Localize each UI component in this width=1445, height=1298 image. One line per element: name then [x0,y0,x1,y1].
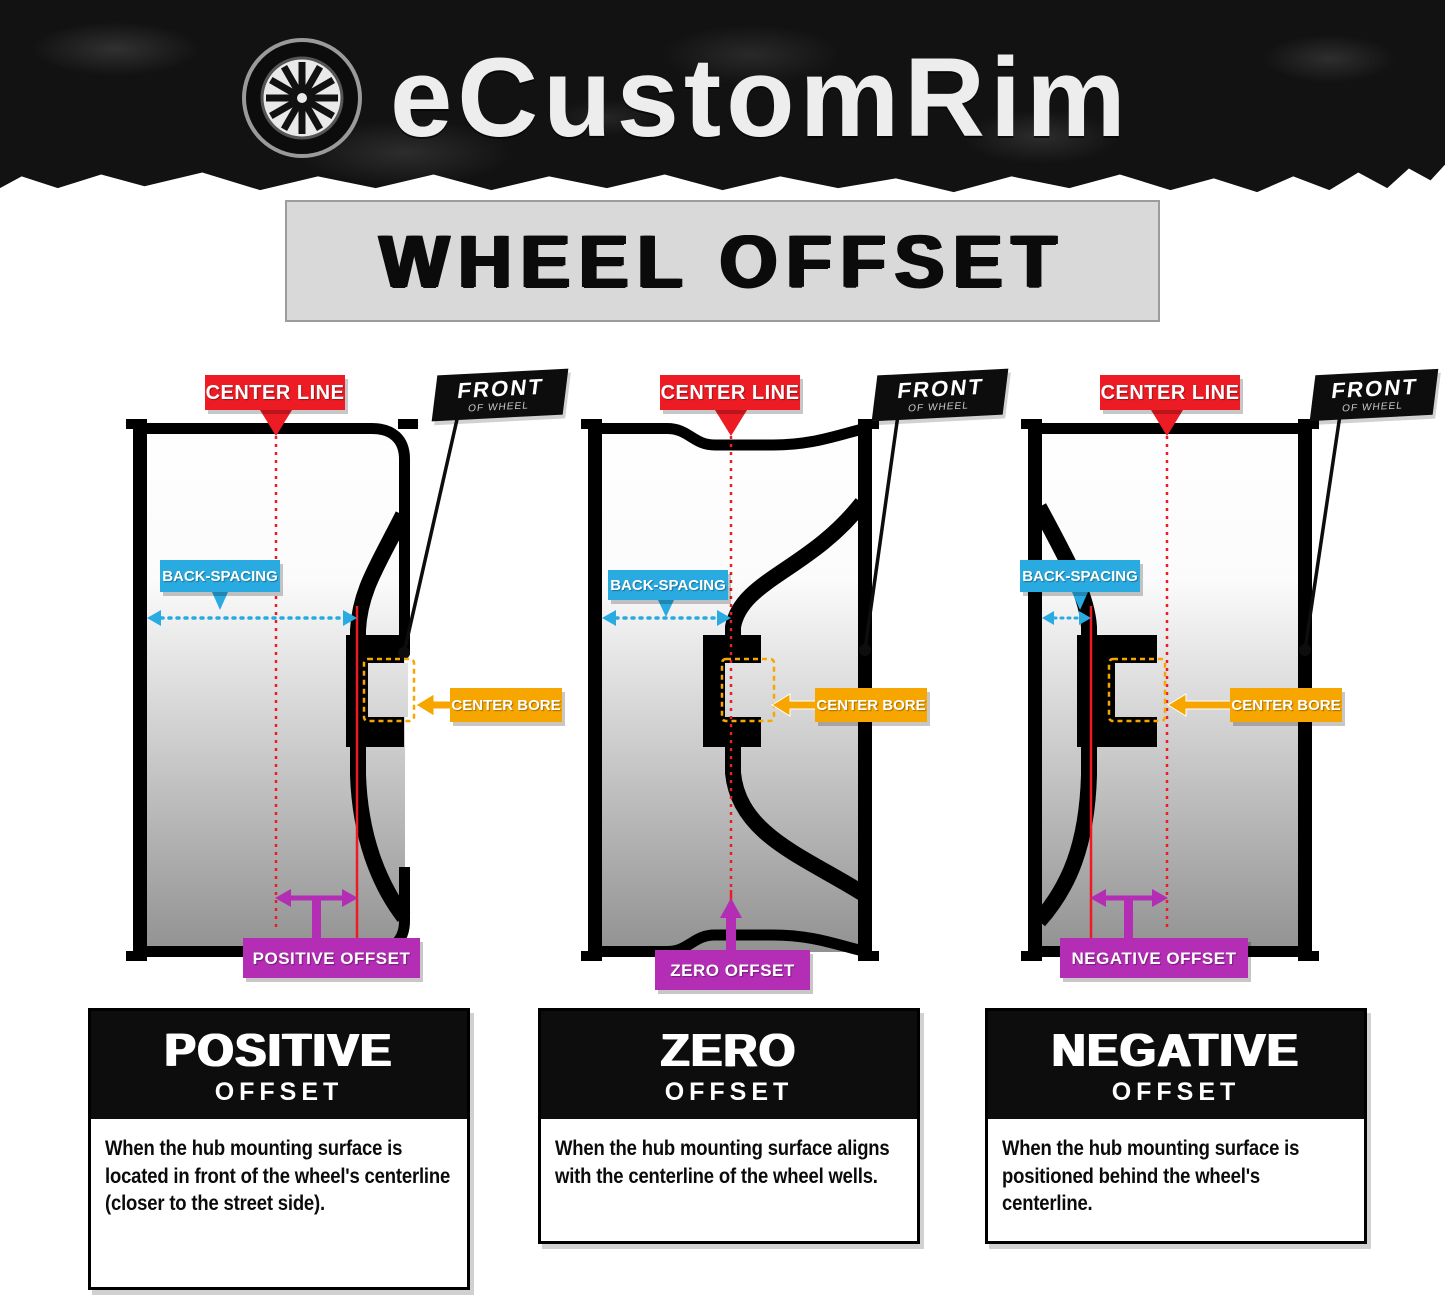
page-title: WHEEL OFFSET [379,219,1066,303]
center-line-label: CENTER LINE [205,375,345,410]
zero-offset-label: ZERO OFFSET [655,950,810,990]
center-bore-label: CENTER BORE [815,688,927,722]
center-bore-marker [362,657,453,723]
back-spacing-arrow [602,600,731,626]
front-of-wheel-label: FRONT OF WHEEL [1309,368,1439,422]
back-spacing-label: BACK-SPACING [608,570,728,600]
back-spacing-arrow [1042,592,1091,625]
card-title: POSITIVE [164,1024,394,1076]
front-of-wheel-label: FRONT OF WHEEL [871,368,1009,422]
card-description: When the hub mounting surface aligns wit… [555,1137,890,1188]
wheel-rim-logo-icon [242,38,362,158]
front-sublabel-text: OF WHEEL [907,399,970,415]
front-sublabel-text: OF WHEEL [467,399,530,415]
front-pointer-line [859,414,900,656]
center-bore-marker [720,657,819,723]
front-sublabel-text: OF WHEEL [1341,399,1404,415]
center-bore-marker [1107,657,1234,723]
offset-span-arrow [275,889,358,940]
front-label-text: FRONT [896,373,986,403]
card-header: NEGATIVE OFFSET [988,1011,1364,1119]
front-label-text: FRONT [456,373,546,403]
wheel-cross-section-negative [1021,419,1319,961]
diagram-negative-offset: CENTER LINE FRONT OF WHEEL BACK-SPACING … [1000,360,1445,1010]
diagram-positive-offset: CENTER LINE FRONT OF WHEEL BACK-SPACING … [90,360,570,1010]
card-subtitle: OFFSET [214,1078,344,1106]
offset-span-arrow [1090,889,1168,940]
card-title: ZERO [661,1024,797,1076]
wheel-cross-section-positive [126,419,418,961]
positive-offset-label: POSITIVE OFFSET [243,938,420,978]
card-body: When the hub mounting surface is located… [91,1119,467,1287]
front-label-text: FRONT [1330,373,1420,403]
card-title: NEGATIVE [1052,1024,1300,1076]
back-spacing-arrow [147,592,357,626]
brand-name: eCustomRim [390,35,1131,160]
offset-pointer-arrow [720,898,742,952]
center-line-label: CENTER LINE [1100,375,1240,410]
back-spacing-label: BACK-SPACING [160,560,280,592]
positive-offset-card: POSITIVE OFFSET When the hub mounting su… [88,1008,470,1290]
card-description: When the hub mounting surface is positio… [1002,1137,1300,1216]
card-description: When the hub mounting surface is located… [105,1137,451,1216]
annotations-zero [602,410,900,952]
card-header: POSITIVE OFFSET [91,1011,467,1119]
front-pointer-line [1299,414,1342,656]
center-line-label: CENTER LINE [660,375,800,410]
card-subtitle: OFFSET [664,1078,794,1106]
title-banner: WHEEL OFFSET [285,200,1160,322]
front-pointer-line [398,414,460,659]
annotations-negative [1042,410,1342,940]
center-line-marker [715,410,747,952]
card-body: When the hub mounting surface aligns wit… [541,1119,917,1241]
center-line-marker [1151,410,1183,932]
center-line-marker [260,410,292,932]
front-of-wheel-label: FRONT OF WHEEL [431,368,569,422]
card-header: ZERO OFFSET [541,1011,917,1119]
brand-banner: eCustomRim [0,0,1445,193]
center-bore-label: CENTER BORE [450,688,562,722]
card-body: When the hub mounting surface is positio… [988,1119,1364,1241]
negative-offset-card: NEGATIVE OFFSET When the hub mounting su… [985,1008,1367,1244]
center-bore-label: CENTER BORE [1230,688,1342,722]
card-subtitle: OFFSET [1111,1078,1241,1106]
back-spacing-label: BACK-SPACING [1020,560,1140,592]
diagram-zero-offset: CENTER LINE FRONT OF WHEEL BACK-SPACING … [560,360,1030,1010]
zero-offset-card: ZERO OFFSET When the hub mounting surfac… [538,1008,920,1244]
negative-offset-label: NEGATIVE OFFSET [1060,938,1248,978]
wheel-cross-section-zero [581,419,879,961]
annotations-positive [147,410,460,940]
